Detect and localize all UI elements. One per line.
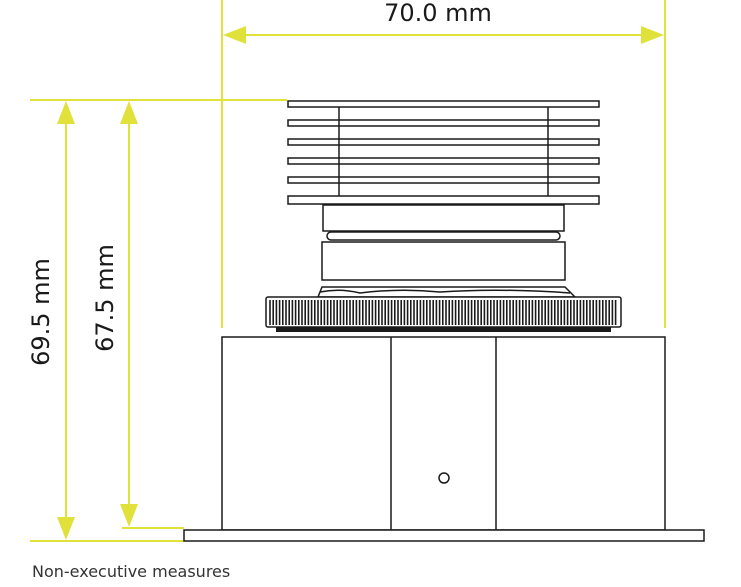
width-arrow-left: [223, 26, 246, 44]
height-outer-label: 69.5 mm: [27, 258, 55, 366]
height-inner-arrow-top: [120, 101, 138, 124]
fin-4: [287, 157, 600, 165]
fin-1: [287, 100, 600, 108]
fin-5: [287, 176, 600, 184]
fin-2: [287, 119, 600, 127]
fin-6: [287, 195, 600, 205]
height-outer-arrow-bottom: [57, 517, 75, 540]
height-inner-arrow-bottom: [120, 504, 138, 527]
neck: [321, 241, 566, 281]
heatsink-supports: [338, 107, 549, 196]
mounting-hole: [438, 472, 450, 484]
housing: [183, 336, 705, 542]
housing-box: [221, 336, 666, 531]
base-plate: [183, 529, 705, 542]
knurled-ring-base: [276, 327, 611, 332]
height-inner-label: 67.5 mm: [91, 244, 119, 352]
height-outer-arrow-top: [57, 101, 75, 124]
seal-ring: [326, 231, 561, 241]
technical-drawing: 70.0 mm 69.5 mm 67.5 mm: [27, 0, 705, 542]
width-label: 70.0 mm: [384, 0, 492, 27]
width-arrow-right: [641, 26, 664, 44]
thread-line: [319, 289, 571, 294]
knurl-pattern: [269, 300, 617, 325]
upper-collar: [322, 204, 565, 232]
product-outline: [287, 100, 600, 298]
dimension-lines: [30, 0, 666, 542]
footnote: Non-executive measures: [32, 562, 231, 581]
fin-3: [287, 138, 600, 146]
knurled-ring: [265, 296, 622, 332]
heatsink-fins: [287, 100, 600, 205]
